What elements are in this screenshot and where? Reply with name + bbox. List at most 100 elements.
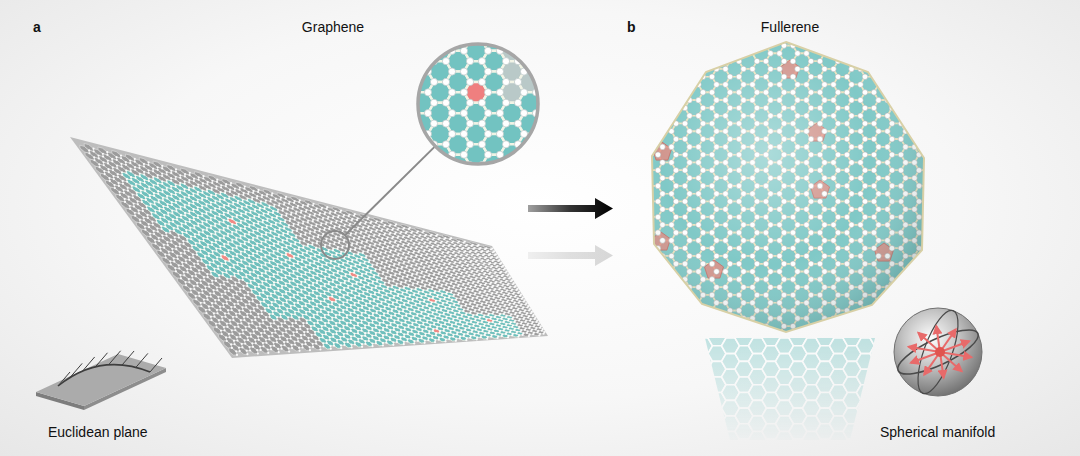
carbon-atom (220, 329, 222, 331)
carbon-atom (169, 260, 171, 262)
carbon-atom (140, 198, 142, 200)
carbon-atom (163, 247, 165, 249)
carbon-atom (158, 240, 160, 242)
carbon-atom (121, 174, 123, 176)
carbon-atom (186, 268, 188, 270)
carbon-atom (216, 326, 218, 328)
carbon-atom (127, 190, 129, 192)
carbon-atom (233, 340, 235, 342)
carbon-atom (148, 223, 150, 225)
carbon-atom (156, 227, 158, 229)
carbon-atom (97, 154, 99, 156)
carbon-atom (88, 149, 90, 151)
carbon-atom (215, 323, 217, 325)
carbon-atom (177, 258, 179, 260)
carbon-atom (161, 234, 163, 236)
carbon-atom (124, 201, 126, 203)
carbon-atom (126, 181, 128, 183)
carbon-atom (187, 271, 189, 273)
carbon-atom (131, 188, 133, 190)
carbon-atom (117, 176, 119, 178)
carbon-atom (137, 203, 139, 205)
carbon-atom (102, 153, 104, 155)
carbon-atom (152, 224, 154, 226)
carbon-atom (211, 305, 213, 307)
carbon-atom (133, 202, 135, 204)
carbon-atom (138, 209, 140, 211)
graphene-sheet (70, 137, 548, 358)
carbon-atom (102, 161, 104, 163)
carbon-atom (124, 198, 126, 200)
carbon-atom (188, 278, 190, 280)
carbon-atom (93, 150, 95, 152)
carbon-atom (221, 316, 223, 318)
carbon-atom (153, 233, 155, 235)
carbon-atom (118, 191, 120, 193)
carbon-atom (193, 288, 195, 290)
carbon-atom (154, 243, 156, 245)
carbon-atom (221, 319, 223, 321)
carbon-atom (133, 205, 135, 207)
carbon-atom (201, 288, 203, 290)
carbon-atom (160, 250, 162, 252)
carbon-atom (139, 222, 141, 224)
carbon-atom (123, 192, 125, 194)
carbon-atom (171, 248, 173, 250)
carbon-atom (205, 309, 207, 311)
carbon-atom (154, 239, 156, 241)
carbon-atom (112, 169, 114, 171)
carbon-atom (165, 256, 167, 258)
carbon-atom (117, 173, 119, 175)
carbon-atom (143, 219, 145, 221)
carbon-atom (122, 180, 124, 182)
carbon-atom (166, 241, 168, 243)
carbon-atom (107, 162, 109, 164)
carbon-atom (198, 295, 200, 297)
carbon-atom (173, 261, 175, 263)
carbon-atom (170, 263, 172, 265)
carbon-atom (173, 257, 175, 259)
carbon-atom (98, 163, 100, 165)
carbon-atom (226, 340, 228, 342)
carbon-atom (230, 343, 232, 345)
carbon-atom (121, 171, 123, 173)
carbon-atom (210, 319, 212, 321)
carbon-atom (149, 232, 151, 234)
carbon-atom (172, 251, 174, 253)
carbon-atom (218, 319, 220, 321)
carbon-atom (226, 326, 228, 328)
carbon-atom (145, 205, 147, 207)
carbon-atom (183, 271, 185, 273)
carbon-atom (178, 264, 180, 266)
carbon-atom (146, 214, 148, 216)
carbon-atom (158, 237, 160, 239)
carbon-atom (134, 215, 136, 217)
carbon-atom (113, 184, 115, 186)
carbon-atom (184, 281, 186, 283)
carbon-atom (139, 219, 141, 221)
carbon-atom (195, 295, 197, 297)
carbon-atom (103, 170, 105, 172)
carbon-atom (153, 230, 155, 232)
carbon-atom (238, 346, 240, 348)
carbon-atom (106, 151, 108, 153)
carbon-atom (164, 253, 166, 255)
carbon-atom (149, 236, 151, 238)
carbon-atom (190, 291, 192, 293)
carbon-atom (118, 185, 120, 187)
carbon-atom (107, 168, 109, 170)
carbon-atom (93, 156, 95, 158)
carbon-atom (98, 166, 100, 168)
carbon-atom (116, 167, 118, 169)
carbon-atom (136, 191, 138, 193)
carbon-atom (112, 166, 114, 168)
carbon-atom (241, 343, 243, 345)
carbon-atom (174, 267, 176, 269)
carbon-atom (246, 350, 248, 352)
carbon-atom (103, 164, 105, 166)
carbon-atom (191, 275, 193, 277)
carbon-atom (205, 312, 207, 314)
carbon-atom (195, 298, 197, 300)
carbon-atom (218, 322, 220, 324)
